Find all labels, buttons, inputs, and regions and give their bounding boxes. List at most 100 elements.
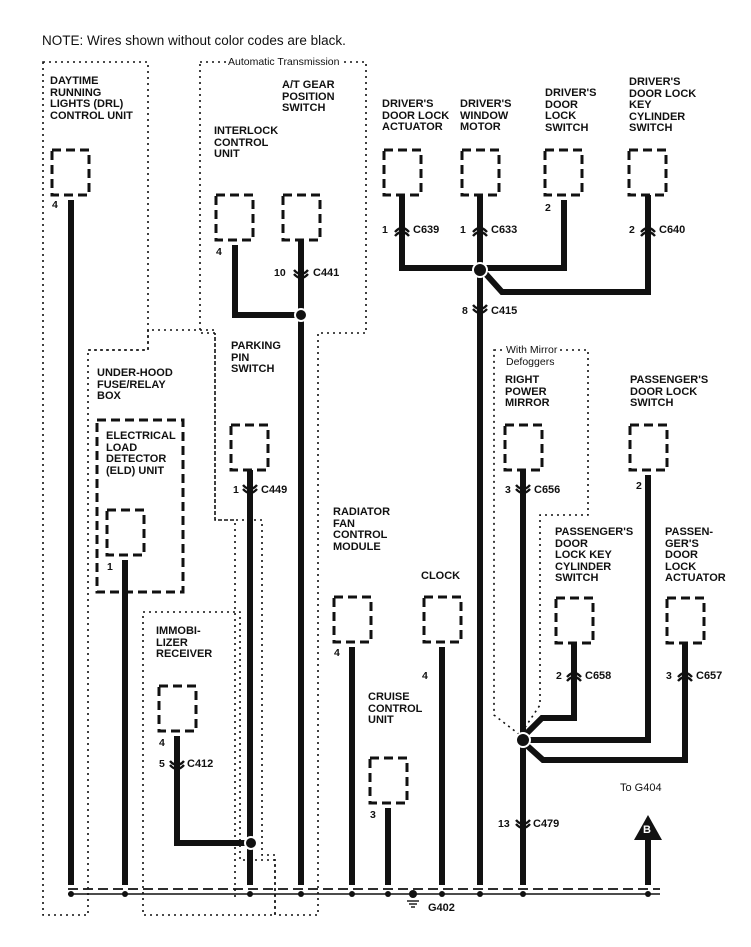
at-gear-connector-box [281, 193, 322, 242]
label-immobilizer-receiver: IMMOBI- LIZER RECEIVER [156, 625, 213, 660]
label-passengers-key-cylinder-switch: PASSENGER'S DOOR LOCK KEY CYLINDER SWITC… [555, 526, 634, 584]
label-drl-control-unit: DAYTIME RUNNING LIGHTS (DRL) CONTROL UNI… [50, 75, 133, 122]
radiator-fan-connector-box [332, 595, 373, 644]
drl-group-outline [42, 61, 149, 916]
connector-c657: C657 [696, 670, 723, 682]
c633-mark [472, 226, 488, 237]
pass-door-lock-act-connector-box [665, 596, 706, 645]
bus-node [385, 891, 391, 897]
c656-mark [515, 484, 531, 495]
group-label-automatic-transmission: Automatic Transmission [226, 56, 342, 68]
c639-mark [394, 226, 410, 237]
wire-drv-door-lock-act [399, 195, 480, 271]
ground-icon [407, 900, 419, 908]
drl-connector-box [50, 148, 91, 197]
pin-immobilizer-a: 4 [159, 737, 165, 749]
cruise-connector-box [368, 756, 409, 805]
label-clock: CLOCK [421, 570, 461, 582]
label-underhood-fuse-relay-box: UNDER-HOOD FUSE/RELAY BOX [97, 367, 173, 402]
ground-label-g402: G402 [428, 902, 455, 914]
pin-right-mirror: 3 [505, 484, 511, 496]
splice-interlock [294, 308, 308, 322]
label-eld-unit: ELECTRICAL LOAD DETECTOR (ELD) UNIT [106, 430, 176, 477]
pass-door-lock-sw-connector-box [628, 423, 669, 472]
bus-node [247, 891, 253, 897]
wire-pass-door-lock-act [520, 643, 688, 763]
label-drivers-door-lock-switch: DRIVER'S DOOR LOCK SWITCH [545, 87, 597, 134]
elds-outline [95, 418, 185, 594]
bus-node [520, 891, 526, 897]
label-radiator-fan-control-module: RADIATOR FAN CONTROL MODULE [333, 506, 391, 553]
wire-drv-key-cyl [481, 195, 651, 295]
pin-radiator-fan: 4 [334, 647, 340, 659]
underhood-outline [88, 329, 236, 900]
splice-drivers-door [472, 262, 488, 278]
connector-c633: C633 [491, 224, 518, 236]
arrow-letter-b: B [643, 824, 651, 836]
pass-key-cyl-connector-box [554, 596, 595, 645]
splice-immobilizer [244, 836, 258, 850]
label-drivers-door-lock-actuator: DRIVER'S DOOR LOCK ACTUATOR [382, 98, 450, 133]
connector-c412: C412 [187, 758, 214, 770]
c640-mark [640, 226, 656, 237]
label-parking-pin-switch: PARKING PIN SWITCH [231, 340, 281, 375]
pin-drivers-key-cylinder: 2 [629, 224, 635, 236]
interlock-connector-box [214, 193, 255, 242]
c657-mark [677, 671, 693, 682]
pin-drivers-window-motor: 1 [460, 224, 466, 236]
c441-mark [293, 269, 309, 280]
bus-node [298, 891, 304, 897]
connector-c640: C640 [659, 224, 686, 236]
label-cruise-control-unit: CRUISE CONTROL UNIT [368, 691, 423, 726]
c412-mark [169, 760, 185, 771]
drv-window-motor-connector-box [460, 148, 501, 197]
mirror-defogger-outline [493, 349, 589, 737]
wire-immobilizer [174, 736, 250, 846]
drv-door-lock-act-connector-box [382, 148, 423, 197]
wire-drv-door-lock-sw [480, 200, 567, 271]
label-interlock-control-unit: INTERLOCK CONTROL UNIT [214, 125, 279, 160]
label-drivers-window-motor: DRIVER'S WINDOW MOTOR [460, 98, 512, 133]
pin-pass-key-cylinder: 2 [556, 670, 562, 682]
connector-c415: C415 [491, 305, 518, 317]
pin-drivers-door-lock-actuator: 1 [382, 224, 388, 236]
pin-pass-door-lock-switch: 2 [636, 480, 642, 492]
clock-connector-box [422, 595, 463, 644]
pin-pass-door-lock-actuator: 3 [666, 670, 672, 682]
drv-key-cyl-connector-box [627, 148, 668, 197]
pin-immobilizer-b: 5 [159, 758, 165, 770]
bus-node [439, 891, 445, 897]
wire-pass-door-lock-sw [523, 475, 651, 743]
pin-c479: 13 [498, 818, 510, 830]
to-g404-arrow-icon [634, 815, 662, 840]
pin-clock: 4 [422, 670, 428, 682]
immobilizer-connector-box [157, 684, 198, 733]
drv-door-lock-sw-connector-box [543, 148, 584, 197]
splice-passenger-door [515, 732, 531, 748]
pin-eld: 1 [107, 561, 113, 573]
c658-mark [566, 671, 582, 682]
pin-drivers-door-lock-switch: 2 [545, 202, 551, 214]
pin-interlock: 4 [216, 246, 222, 258]
bus-node [477, 891, 483, 897]
right-mirror-connector-box [503, 423, 544, 472]
pin-at-gear: 10 [274, 267, 286, 279]
group-label-mirror-defoggers: With Mirror Defoggers [504, 344, 560, 368]
bus-node [645, 891, 651, 897]
label-right-power-mirror: RIGHT POWER MIRROR [505, 374, 550, 409]
immobilizer-outline [142, 611, 276, 916]
bus-node [68, 891, 74, 897]
pin-cruise: 3 [370, 809, 376, 821]
connector-c441: C441 [313, 267, 340, 279]
label-drivers-key-cylinder-switch: DRIVER'S DOOR LOCK KEY CYLINDER SWITCH [629, 76, 697, 134]
parking-pin-connector-box [229, 423, 270, 472]
pin-drl: 4 [52, 199, 58, 211]
elds-connector-box [105, 508, 146, 557]
label-passengers-door-lock-switch: PASSENGER'S DOOR LOCK SWITCH [630, 374, 709, 409]
ground-point [409, 890, 417, 898]
connector-c639: C639 [413, 224, 440, 236]
c415-mark [472, 304, 488, 315]
label-to-g404: To G404 [618, 782, 664, 794]
connector-c449: C449 [261, 484, 288, 496]
